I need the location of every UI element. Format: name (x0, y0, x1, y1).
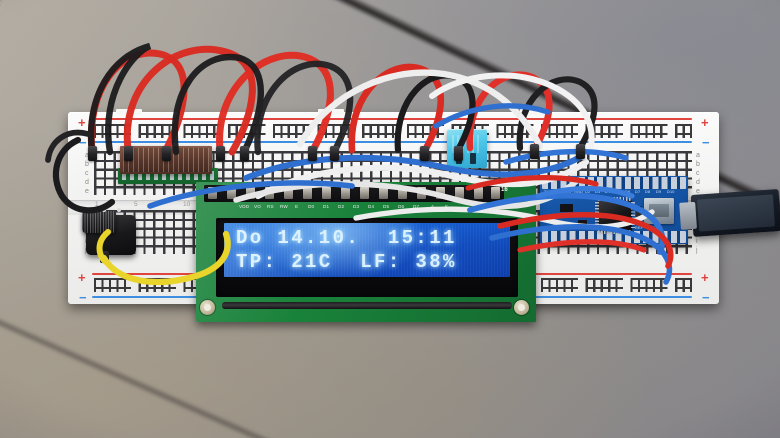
rail-plus-mark-right: + (701, 116, 709, 129)
rail-plus-mark-left: + (78, 116, 86, 129)
lcd-text-line-1: Do 14.10. 15:11 (236, 227, 508, 249)
wire-tip (420, 146, 429, 161)
row-letter-j: j (85, 247, 87, 254)
wire-tip (216, 146, 225, 161)
row-letter-c-right: c (696, 170, 700, 177)
row-letter-d-right: d (696, 179, 700, 186)
lcd-mounting-hole (200, 300, 215, 315)
column-number: 5 (134, 201, 138, 208)
lcd-lower-slot (222, 302, 512, 309)
lcd-text-line-2: TP: 21C LF: 38% (236, 251, 508, 273)
row-letter-j-right: j (696, 247, 698, 254)
rtc-pin-header (122, 171, 214, 180)
rail-plus-mark-left-bottom: + (78, 271, 86, 284)
potentiometer-mark (117, 208, 121, 212)
wire-tip (240, 146, 249, 161)
wire-tip (308, 146, 317, 161)
nano-pin-label: D10 (667, 190, 675, 194)
wire-tip (162, 146, 171, 161)
nano-pin-label: D7 (635, 190, 640, 194)
row-letter-a-right: a (696, 152, 700, 159)
rail-minus-mark-left-bottom: − (79, 291, 87, 304)
potentiometer-shaft[interactable] (82, 211, 116, 233)
lcd-mounting-hole (514, 300, 529, 315)
wire-tip (330, 146, 339, 161)
row-letter-e-right: e (696, 188, 700, 195)
row-letter-i: i (85, 238, 87, 245)
rail-plus-mark-right-bottom: + (701, 271, 709, 284)
row-letter-b-right: b (696, 161, 700, 168)
nano-pin-label: D8 (645, 190, 650, 194)
nano-pin-label: D9 (656, 190, 661, 194)
lcd-screen: Do 14.10. 15:11 TP: 21C LF: 38% (224, 223, 510, 277)
rail-minus-mark-right: − (702, 136, 710, 149)
rail-minus-mark-right-bottom: − (702, 291, 710, 304)
wire-tip (530, 144, 539, 159)
wire-tip (454, 146, 463, 161)
row-letter-i-right: i (696, 238, 698, 245)
wire-tip (576, 144, 585, 159)
wire-tip (88, 146, 97, 161)
wire-tip (124, 146, 133, 161)
